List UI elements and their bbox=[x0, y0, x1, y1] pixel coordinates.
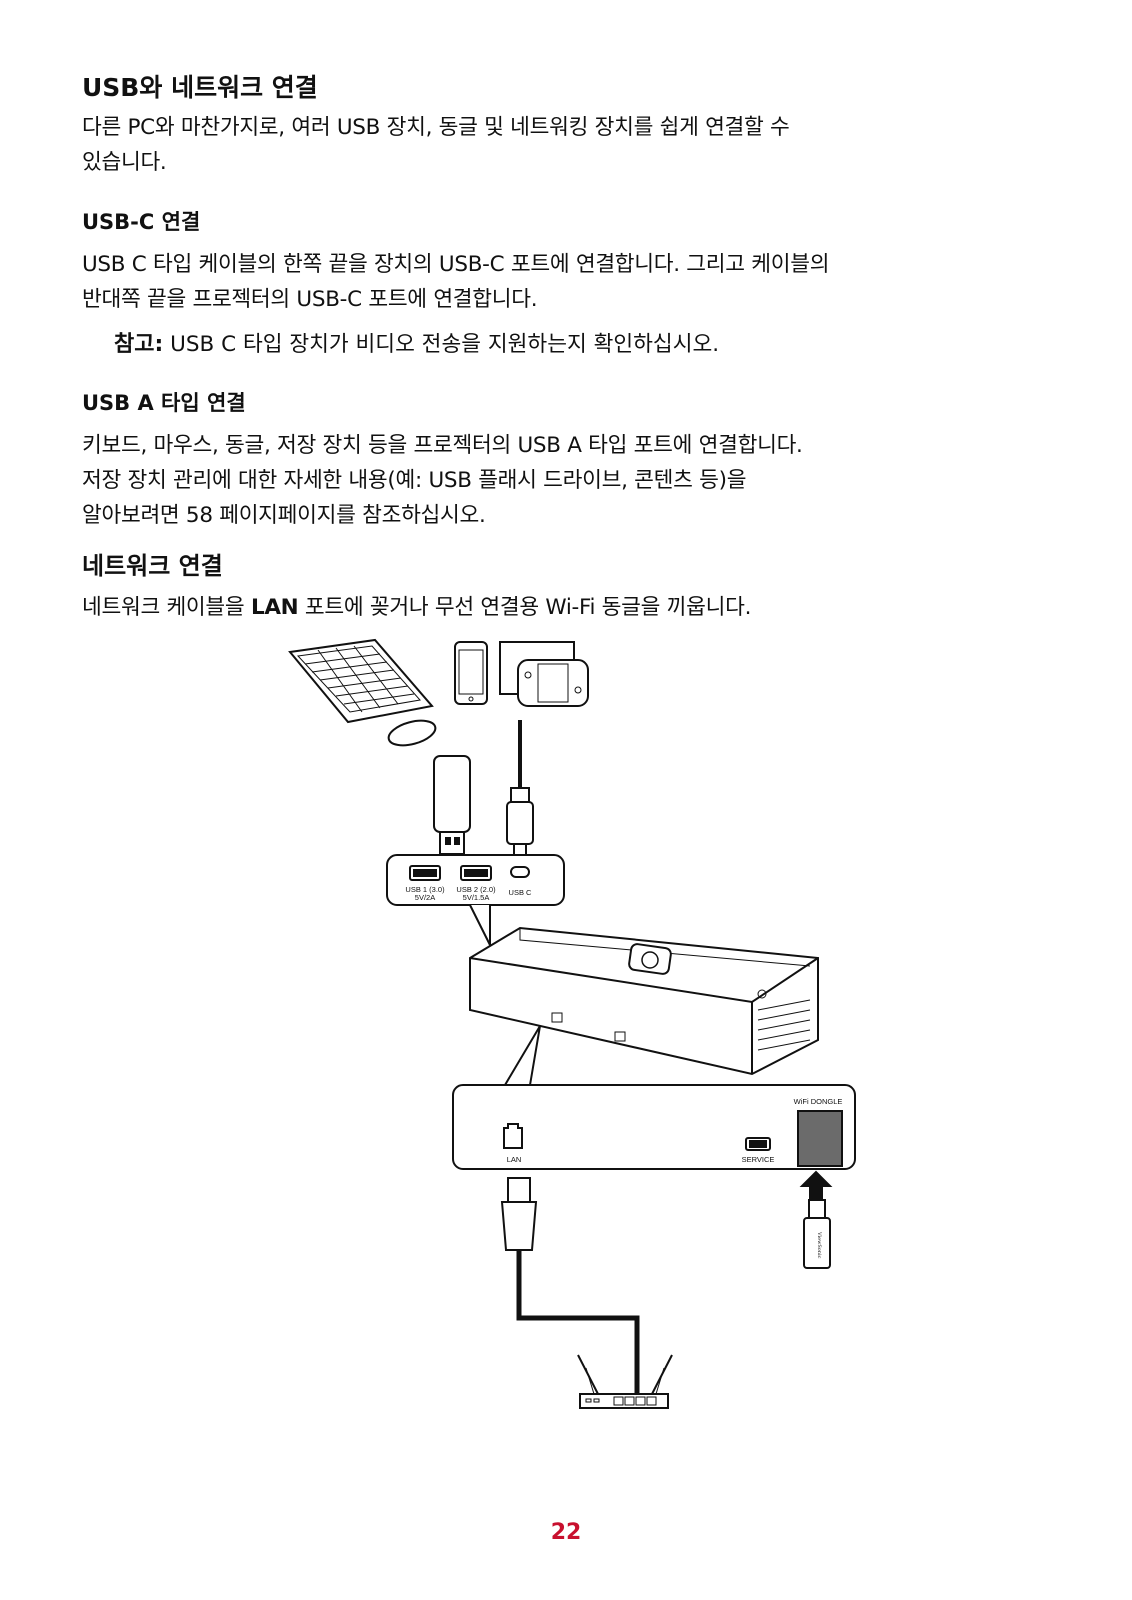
text-line: USB C 타입 케이블의 한쪽 끝을 장치의 USB-C 포트에 연결합니다.… bbox=[82, 252, 830, 277]
section-title-usb-a: USB A 타입 연결 bbox=[82, 391, 246, 415]
section-usb-network: USB와 네트워크 연결 다른 PC와 마찬가지로, 여러 USB 장치, 동글… bbox=[82, 70, 790, 180]
text-line: 반대쪽 끝을 프로젝터의 USB-C 포트에 연결합니다. bbox=[82, 287, 538, 312]
text-line: 키보드, 마우스, 동글, 저장 장치 등을 프로젝터의 USB A 타입 포트… bbox=[82, 433, 803, 458]
paragraph: 키보드, 마우스, 동글, 저장 장치 등을 프로젝터의 USB A 타입 포트… bbox=[82, 428, 803, 533]
usb-a-port-icon bbox=[409, 865, 441, 881]
service-label: SERVICE bbox=[742, 1155, 775, 1164]
section-title-usb-c: USB-C 연결 bbox=[82, 210, 201, 234]
text-part: 포트에 꽂거나 무선 연결용 Wi-Fi 동글을 끼웁니다. bbox=[304, 595, 752, 620]
usb-stick-icon bbox=[433, 755, 471, 855]
mouse-icon bbox=[387, 719, 437, 747]
usb1-label: USB 1 (3.0) bbox=[405, 885, 445, 894]
section-title-usb-network: USB와 네트워크 연결 bbox=[82, 73, 318, 102]
usb1-power: 5V/2A bbox=[415, 893, 435, 902]
dongle-brand: ViewSonic bbox=[816, 1231, 822, 1259]
projector-icon bbox=[469, 926, 819, 1076]
paragraph: 다른 PC와 마찬가지로, 여러 USB 장치, 동글 및 네트워킹 장치를 쉽… bbox=[82, 110, 790, 180]
text-part: 네트워크 케이블을 bbox=[82, 595, 245, 620]
text-line: 알아보려면 58 페이지페이지를 참조하십시오. bbox=[82, 503, 486, 528]
ethernet-plug-icon bbox=[500, 1177, 538, 1251]
page-number: 22 bbox=[550, 1520, 582, 1545]
note-text: USB C 타입 장치가 비디오 전송을 지원하는지 확인하십시오. bbox=[170, 332, 720, 357]
insert-arrow-icon bbox=[799, 1170, 833, 1199]
usb-a-port-icon bbox=[460, 865, 492, 881]
phone-icon bbox=[454, 641, 488, 705]
usb2-power: 5V/1.5A bbox=[463, 893, 490, 902]
section-usb-a: USB A 타입 연결 키보드, 마우스, 동글, 저장 장치 등을 프로젝터의… bbox=[82, 388, 803, 533]
section-usb-c: USB-C 연결 USB C 타입 케이블의 한쪽 끝을 장치의 USB-C 포… bbox=[82, 207, 830, 362]
wifi-dongle-label: WiFi DONGLE bbox=[794, 1097, 843, 1106]
note-label: 참고: bbox=[114, 332, 164, 357]
wifi-dongle-icon: ViewSonic bbox=[803, 1199, 831, 1269]
usb-c-plug-icon bbox=[506, 787, 534, 859]
paragraph: USB C 타입 케이블의 한쪽 끝을 장치의 USB-C 포트에 연결합니다.… bbox=[82, 247, 830, 317]
lan-bold: LAN bbox=[250, 595, 299, 620]
wifi-dongle-slot bbox=[797, 1110, 843, 1167]
keyboard-icon bbox=[288, 638, 434, 724]
usb-c-port-icon bbox=[510, 866, 530, 878]
router-icon bbox=[577, 1354, 673, 1409]
text-line: 다른 PC와 마찬가지로, 여러 USB 장치, 동글 및 네트워킹 장치를 쉽… bbox=[82, 115, 790, 140]
usbc-label: USB C bbox=[509, 888, 533, 897]
service-port-icon bbox=[745, 1137, 771, 1151]
lan-port-icon bbox=[503, 1123, 523, 1149]
paragraph: 네트워크 케이블을 LAN 포트에 꽂거나 무선 연결용 Wi-Fi 동글을 끼… bbox=[82, 590, 751, 625]
lan-label: LAN bbox=[507, 1155, 522, 1164]
text-line: 있습니다. bbox=[82, 150, 167, 175]
note: 참고: USB C 타입 장치가 비디오 전송을 지원하는지 확인하십시오. bbox=[82, 327, 829, 362]
section-network: 네트워크 연결 네트워크 케이블을 LAN 포트에 꽂거나 무선 연결용 Wi-… bbox=[82, 548, 751, 625]
text-line: 저장 장치 관리에 대한 자세한 내용(예: USB 플래시 드라이브, 콘텐츠… bbox=[82, 468, 747, 493]
section-title-network: 네트워크 연결 bbox=[82, 552, 223, 580]
game-console-icon bbox=[499, 641, 589, 707]
usb2-label: USB 2 (2.0) bbox=[456, 885, 496, 894]
